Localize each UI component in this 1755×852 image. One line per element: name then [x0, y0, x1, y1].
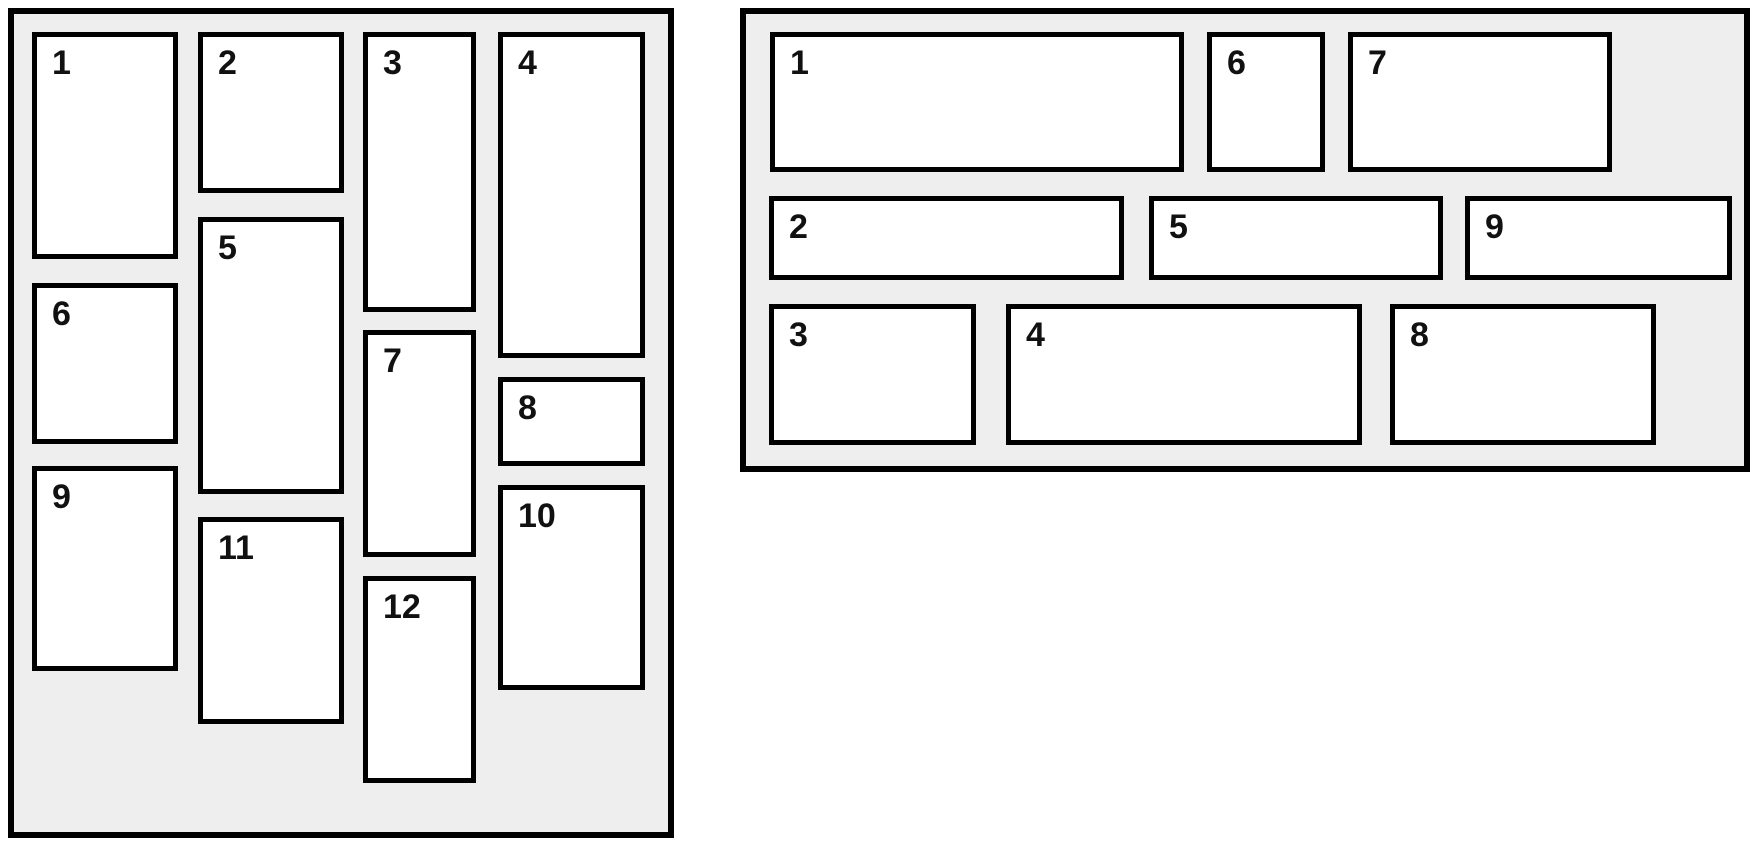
- masonry-item: 4: [498, 32, 645, 358]
- item-number-label: 11: [218, 529, 254, 567]
- masonry-item: 4: [1006, 304, 1362, 445]
- masonry-item: 3: [769, 304, 976, 445]
- item-number-label: 5: [1169, 208, 1188, 246]
- masonry-panel-rows: 1 6 7 2 5 9 3 4 8: [740, 8, 1750, 472]
- masonry-item: 5: [198, 217, 344, 494]
- masonry-item: 2: [198, 32, 344, 193]
- item-number-label: 2: [218, 44, 237, 82]
- item-number-label: 9: [52, 478, 71, 516]
- masonry-panel-columns: 1 2 3 4 5 6 7 8 9 10 11: [8, 8, 674, 838]
- item-number-label: 8: [1410, 316, 1429, 354]
- masonry-item: 8: [498, 377, 645, 466]
- masonry-item: 11: [198, 517, 344, 724]
- item-number-label: 6: [1227, 44, 1246, 82]
- masonry-item: 10: [498, 485, 645, 690]
- masonry-item: 5: [1149, 196, 1443, 280]
- masonry-item: 2: [769, 196, 1124, 280]
- item-number-label: 7: [1368, 44, 1387, 82]
- item-number-label: 3: [789, 316, 808, 354]
- masonry-item: 8: [1390, 304, 1656, 445]
- masonry-item: 3: [363, 32, 476, 312]
- item-number-label: 7: [383, 342, 402, 380]
- masonry-item: 6: [32, 283, 178, 444]
- masonry-item: 7: [1348, 32, 1612, 172]
- item-number-label: 6: [52, 295, 71, 333]
- item-number-label: 1: [790, 44, 809, 82]
- masonry-item: 9: [32, 466, 178, 671]
- item-number-label: 9: [1485, 208, 1504, 246]
- masonry-item: 7: [363, 330, 476, 557]
- item-number-label: 10: [518, 497, 556, 535]
- item-number-label: 12: [383, 588, 421, 626]
- item-number-label: 4: [1026, 316, 1045, 354]
- item-number-label: 4: [518, 44, 537, 82]
- item-number-label: 2: [789, 208, 808, 246]
- item-number-label: 8: [518, 389, 537, 427]
- item-number-label: 1: [52, 44, 71, 82]
- masonry-item: 6: [1207, 32, 1325, 172]
- masonry-item: 12: [363, 576, 476, 783]
- item-number-label: 3: [383, 44, 402, 82]
- masonry-item: 1: [770, 32, 1184, 172]
- masonry-item: 9: [1465, 196, 1732, 280]
- item-number-label: 5: [218, 229, 237, 267]
- masonry-item: 1: [32, 32, 178, 259]
